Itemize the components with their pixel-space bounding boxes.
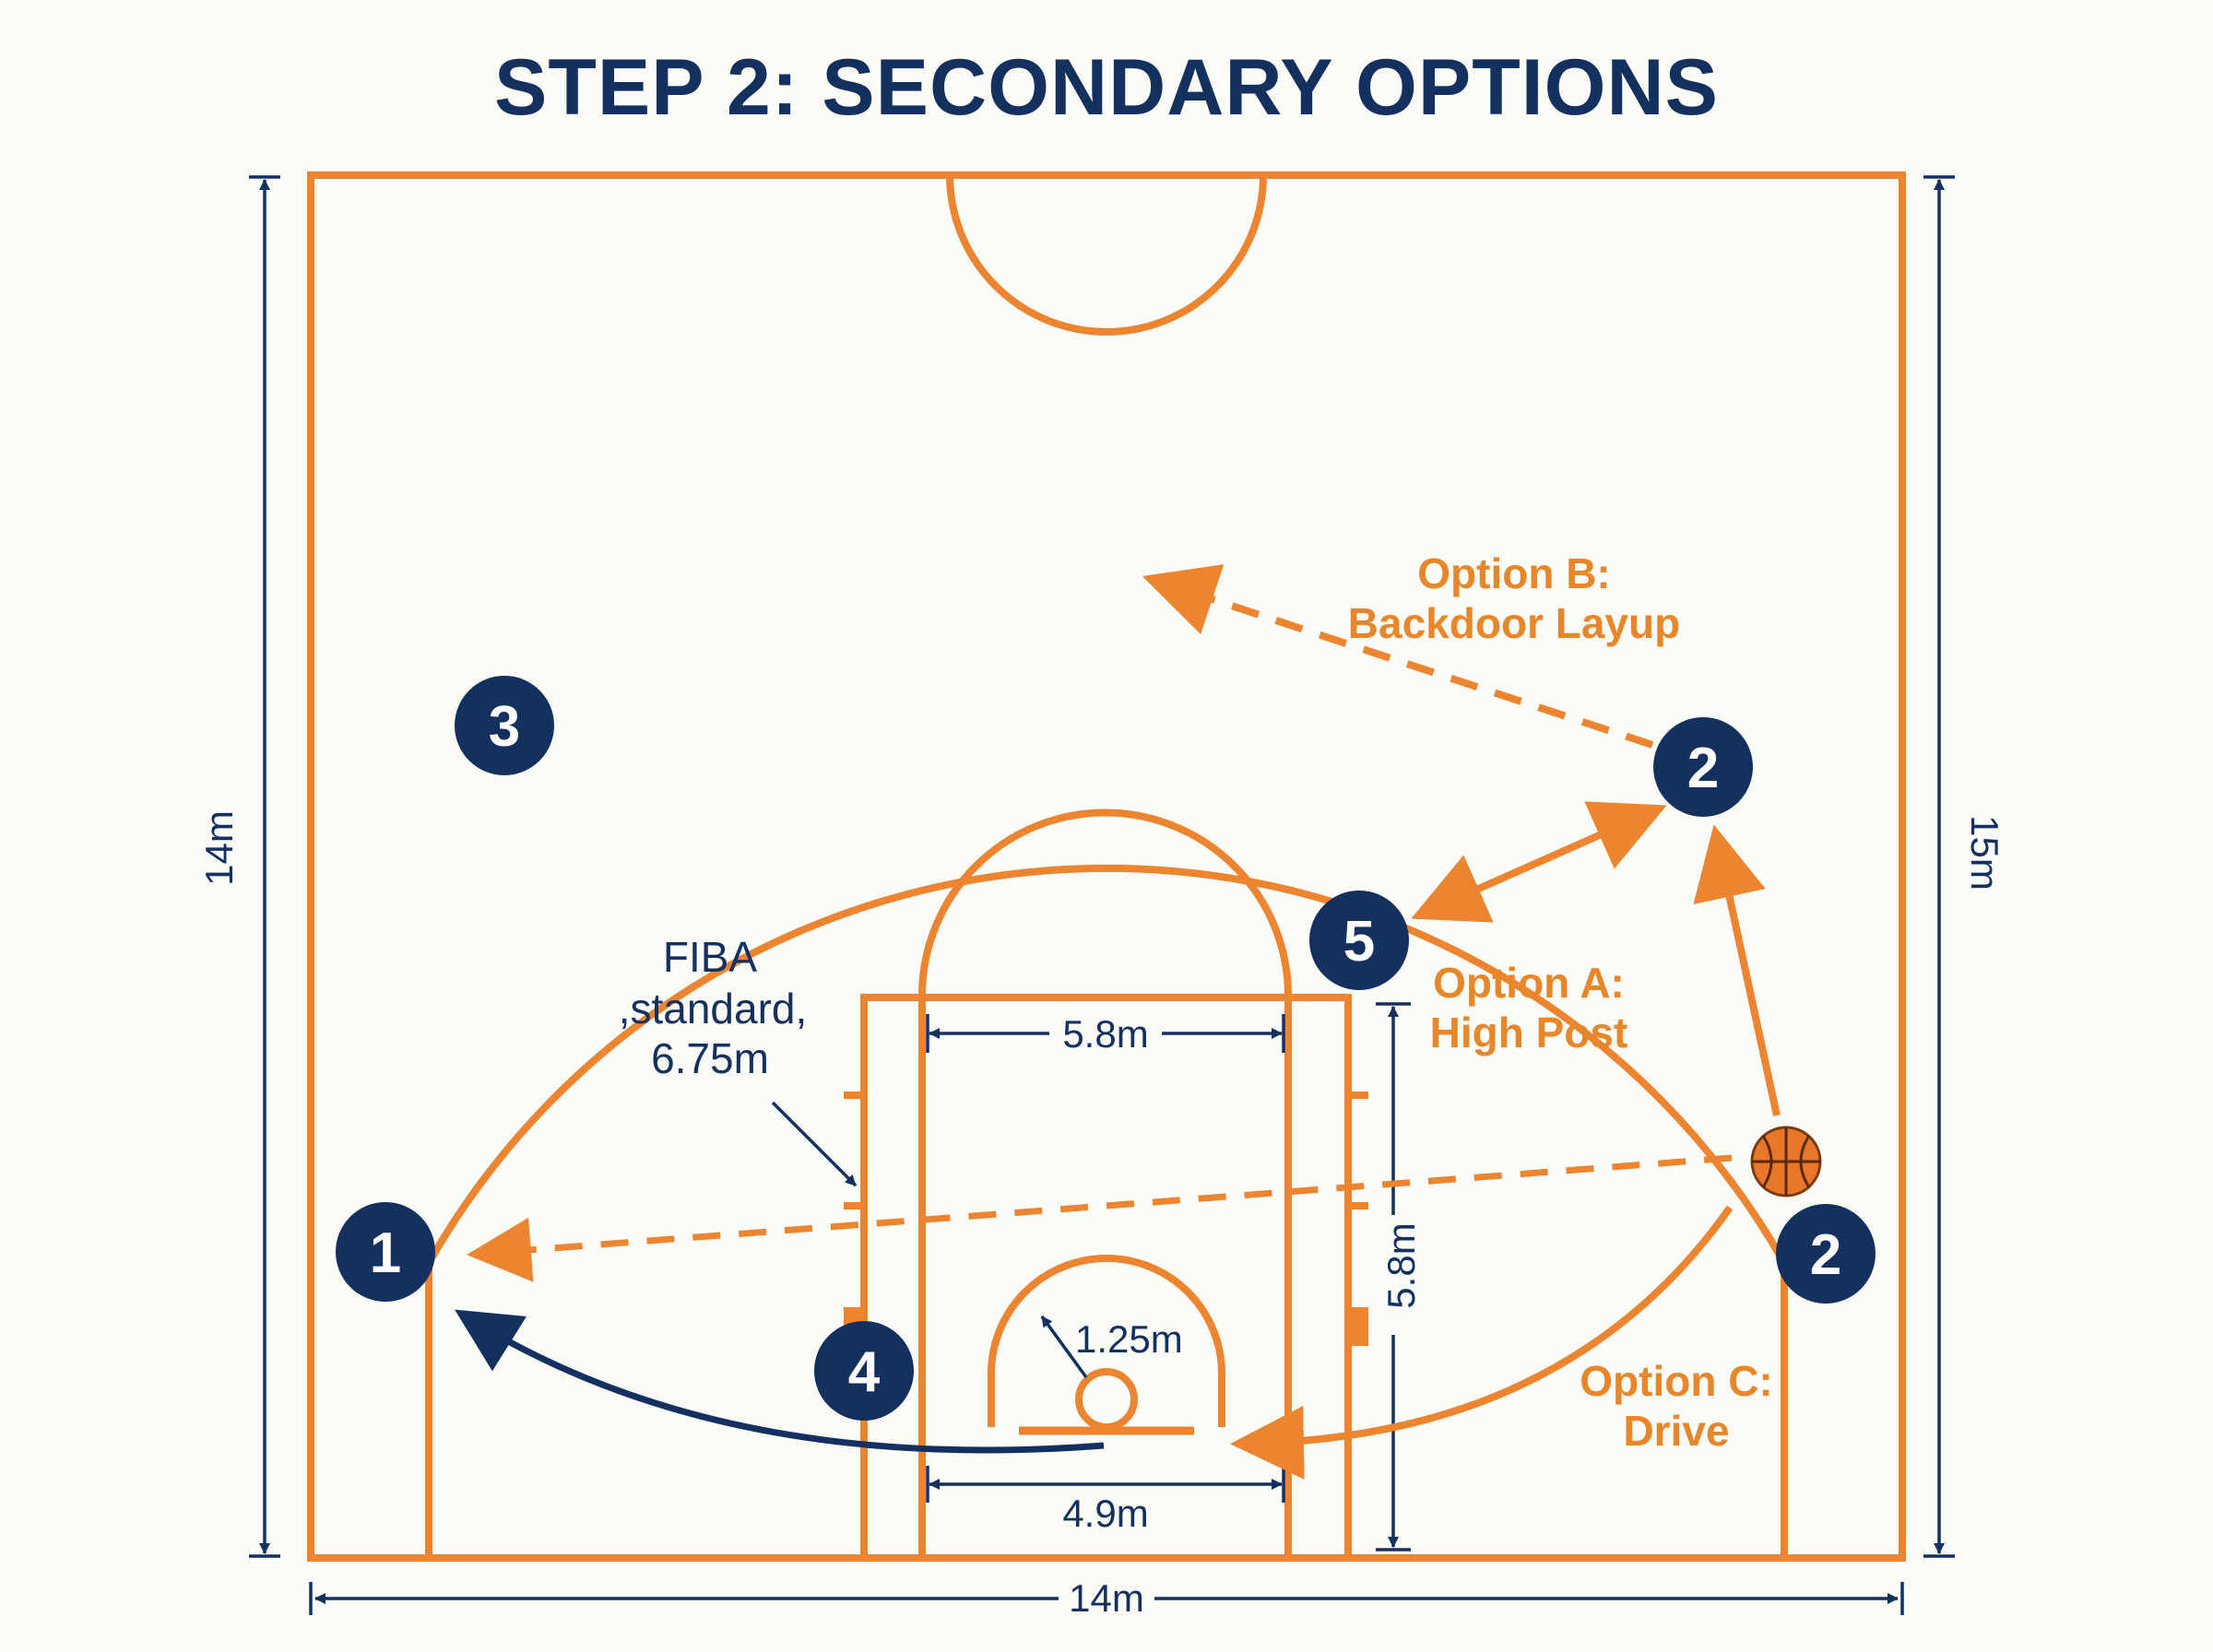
player-number: 3 <box>489 695 520 759</box>
baseline-cut-arrow <box>455 1309 1105 1454</box>
dim-right-height-label: 15m <box>1963 815 2006 891</box>
player-number: 2 <box>1687 737 1719 800</box>
backdoor-pass-arrow <box>1142 564 1654 749</box>
dim-lane-top <box>926 1014 1285 1053</box>
lane-outer <box>860 994 1352 1562</box>
player-number: 2 <box>1810 1223 1841 1287</box>
lane-block-right <box>1352 1307 1368 1346</box>
drive-arrow <box>1230 1205 1734 1480</box>
center-circle <box>946 174 1267 336</box>
dim-restricted-radius <box>1040 1315 1088 1379</box>
skip-pass-arrow <box>467 1154 1733 1282</box>
dim-bottom-width-label: 14m <box>1069 1576 1144 1620</box>
three-point-note-line3: 6.75m <box>651 1034 769 1082</box>
dim-restricted-radius-label: 1.25m <box>1075 1317 1183 1361</box>
player-number: 5 <box>1343 910 1375 974</box>
option-a-line1: Option A: <box>1433 959 1625 1007</box>
three-point-note-pointer <box>771 1101 858 1187</box>
free-throw-circle <box>918 808 1292 997</box>
option-a-line2: High Post <box>1430 1009 1628 1056</box>
dim-bottom-width <box>309 1582 1904 1615</box>
dim-lane-length <box>1374 1002 1413 1552</box>
dim-lane-top-label: 5.8m <box>1062 1012 1148 1056</box>
basket-rim <box>1075 1368 1138 1431</box>
basketball-icon <box>1750 1126 1822 1198</box>
player-4[interactable]: 4 <box>814 1321 914 1421</box>
dim-left-height <box>249 175 280 1558</box>
dim-lane-length-label: 5.8m <box>1379 1222 1423 1308</box>
dim-left-height-label: 14m <box>197 810 241 886</box>
dim-lane-bottom-label: 4.9m <box>1062 1492 1148 1535</box>
option-c-line1: Option C: <box>1580 1357 1773 1405</box>
player-number: 4 <box>848 1340 881 1404</box>
lane-hash-marks <box>844 1092 1368 1210</box>
option-b-line2: Backdoor Layup <box>1348 599 1680 647</box>
three-point-note-line1: FIBA <box>663 933 758 981</box>
player-5[interactable]: 5 <box>1309 891 1409 990</box>
three-point-line <box>425 864 1788 1558</box>
option-b-line1: Option B: <box>1417 549 1611 597</box>
wing-cut-arrow <box>1693 824 1781 1116</box>
player-2-wing[interactable]: 2 <box>1776 1204 1876 1304</box>
page-title: STEP 2: SECONDARY OPTIONS <box>494 43 1719 132</box>
option-c-line2: Drive <box>1623 1407 1729 1455</box>
dim-right-height <box>1923 175 1955 1558</box>
restricted-area-arc <box>988 1255 1225 1427</box>
high-post-pass-arrow <box>1411 801 1667 923</box>
player-number: 1 <box>370 1221 401 1285</box>
player-3[interactable]: 3 <box>455 676 554 775</box>
player-2-top[interactable]: 2 <box>1653 717 1753 817</box>
player-1[interactable]: 1 <box>336 1202 435 1302</box>
three-point-note-line2: ,standard, <box>619 985 808 1032</box>
